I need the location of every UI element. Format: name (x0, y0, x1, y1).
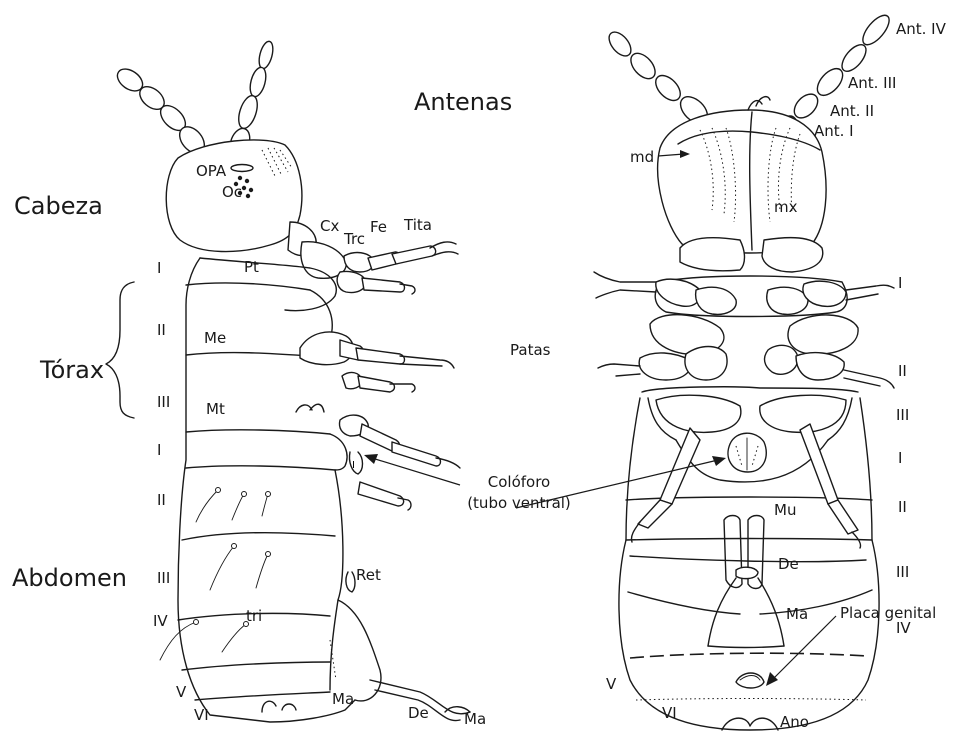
lateral-thorax-seg-3: III (157, 395, 170, 410)
label-tri: tri (246, 609, 262, 624)
label-md: md (630, 150, 654, 165)
ventral-seg-abd-5: V (606, 677, 616, 692)
label-antenas: Antenas (414, 90, 512, 114)
lateral-abd-seg-5: V (176, 685, 186, 700)
label-torax: Tórax (40, 358, 104, 382)
lateral-antenna-left (113, 65, 209, 158)
thorax-brace (106, 282, 134, 418)
svg-text:I: I (352, 460, 355, 471)
lateral-thorax-seg-2: II (157, 323, 166, 338)
label-tubo-ventral: (tubo ventral) (458, 496, 580, 511)
label-de-lateral: De (408, 706, 429, 721)
label-opa: OPA (196, 164, 226, 179)
label-mu: Mu (774, 503, 796, 518)
ventral-seg-thorax-3: III (896, 408, 909, 423)
label-ma-lateral: Ma (332, 692, 354, 707)
label-trc: Trc (344, 232, 365, 247)
ventral-antenna-left (605, 28, 713, 128)
label-coloforo: Colóforo (464, 475, 574, 490)
lateral-abd-seg-2: II (157, 493, 166, 508)
label-mt: Mt (206, 402, 225, 417)
label-abdomen: Abdomen (12, 566, 127, 590)
label-me: Me (204, 331, 226, 346)
label-oc: Oc (222, 185, 242, 200)
label-ant-ii: Ant. II (830, 104, 874, 119)
label-ant-iv: Ant. IV (896, 22, 946, 37)
label-de-ventral: De (778, 557, 799, 572)
lateral-abd-seg-3: III (157, 571, 170, 586)
label-ma-ventral: Ma (786, 607, 808, 622)
label-fe: Fe (370, 220, 387, 235)
ventral-seg-thorax-1: I (898, 276, 902, 291)
label-patas: Patas (510, 343, 550, 358)
lateral-abd-seg-1: I (157, 443, 161, 458)
label-tita: Tita (404, 218, 432, 233)
lateral-abd-seg-6: VI (194, 708, 209, 723)
label-mx: mx (774, 200, 798, 215)
ventral-seg-abd-6: VI (662, 706, 677, 721)
lateral-body-outline (178, 258, 355, 722)
ventral-seg-abd-4: IV (896, 621, 911, 636)
label-ano: Ano (780, 715, 809, 730)
lateral-abd-seg-4: IV (153, 614, 168, 629)
label-cabeza: Cabeza (14, 194, 103, 218)
lateral-thorax-seg-1: I (157, 261, 161, 276)
label-ant-i: Ant. I (814, 124, 854, 139)
trichobothria (160, 488, 271, 661)
label-cx: Cx (320, 219, 339, 234)
label-placa-genital: Placa genital (840, 606, 936, 621)
ventral-seg-thorax-2: II (898, 364, 907, 379)
lateral-legs (296, 242, 460, 510)
label-ma2-lateral: Ma (464, 712, 486, 727)
label-ret: Ret (356, 568, 381, 583)
ventral-seg-abd-1: I (898, 451, 902, 466)
label-pt: Pt (244, 260, 259, 275)
label-ant-iii: Ant. III (848, 76, 896, 91)
ventral-seg-abd-2: II (898, 500, 907, 515)
ventral-seg-abd-3: III (896, 565, 909, 580)
